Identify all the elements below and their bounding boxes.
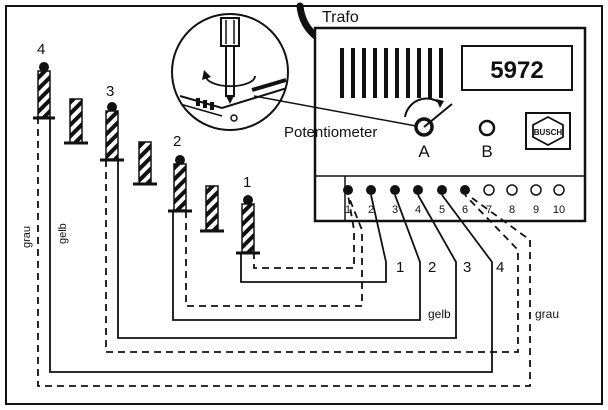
terminal-2[interactable]	[366, 185, 376, 195]
output-a-label: A	[418, 142, 430, 161]
terminal-7[interactable]	[483, 184, 495, 196]
terminal-label-1: 1	[345, 204, 351, 216]
terminal-label-8: 8	[509, 204, 515, 216]
output-b-jack[interactable]	[478, 119, 496, 137]
terminal-label-7: 7	[486, 204, 492, 216]
wire-signal-2-grey	[185, 199, 363, 307]
wire-signal-3-yellow	[117, 160, 457, 339]
signal-number-4: 4	[37, 41, 45, 58]
terminal-1[interactable]	[343, 185, 353, 195]
wire-signal-1-yellow	[240, 194, 387, 283]
grau-label-right: grau	[535, 307, 559, 321]
cable-number-2: 2	[428, 259, 436, 276]
trafo-label: Trafo	[322, 9, 359, 26]
potentiometer-knob[interactable]	[404, 97, 453, 137]
barrier-post-1	[64, 98, 88, 145]
wiring-dashed	[37, 117, 531, 387]
terminal-labels: 1 2 3 4 5 6 7 8 9 10	[345, 204, 565, 216]
grau-label-left: grau	[21, 226, 33, 248]
wiring	[49, 117, 493, 373]
barrier-post-3	[200, 185, 224, 233]
wire-signal-4-grey	[37, 117, 531, 387]
terminal-label-5: 5	[439, 204, 445, 216]
terminal-8[interactable]	[506, 184, 518, 196]
terminal-label-9: 9	[533, 204, 539, 216]
brand-logo: BUSCH	[525, 112, 571, 150]
cable-numbers: 1 2 3 4	[396, 259, 504, 276]
signal-2: 2	[168, 133, 192, 213]
signal-1: 1	[236, 174, 260, 255]
model-number: 5972	[490, 57, 543, 84]
gelb-label-left: gelb	[57, 223, 69, 244]
potentiometer-label: Potentiometer	[284, 124, 377, 141]
terminal-label-4: 4	[415, 204, 421, 216]
signal-number-2: 2	[173, 133, 181, 150]
frame	[5, 5, 603, 405]
magnifier-pointer	[253, 95, 417, 127]
terminal-9[interactable]	[530, 184, 542, 196]
cable-number-4: 4	[496, 259, 504, 276]
wire-signal-4-yellow	[49, 117, 493, 373]
terminal-label-2: 2	[368, 204, 374, 216]
magnifier-inset	[171, 13, 417, 131]
terminal-3[interactable]	[390, 185, 400, 195]
gelb-label-bottom: gelb	[428, 307, 451, 321]
terminal-label-3: 3	[392, 204, 398, 216]
terminal-row	[343, 184, 565, 196]
terminal-label-10: 10	[553, 204, 565, 216]
wire-signal-2-yellow	[172, 194, 421, 321]
terminal-6[interactable]	[460, 185, 470, 195]
transformer: Trafo 5972 A	[296, 2, 587, 223]
output-b-label: B	[481, 142, 492, 161]
terminal-5[interactable]	[437, 185, 447, 195]
signal-3: 3	[100, 83, 124, 162]
signals: 4 3 2	[33, 41, 260, 255]
terminal-4[interactable]	[413, 185, 423, 195]
signal-number-1: 1	[243, 174, 251, 191]
signal-number-3: 3	[106, 83, 114, 100]
brand-text: BUSCH	[534, 128, 563, 137]
cable-number-3: 3	[463, 259, 471, 276]
terminal-10[interactable]	[553, 184, 565, 196]
model-display	[461, 45, 573, 91]
cable-number-1: 1	[396, 259, 404, 276]
terminal-label-6: 6	[462, 204, 468, 216]
wire-signal-3-grey	[105, 160, 519, 353]
vent-slots	[340, 48, 443, 98]
signal-4: 4	[33, 41, 55, 120]
barrier-post-2	[133, 141, 157, 186]
